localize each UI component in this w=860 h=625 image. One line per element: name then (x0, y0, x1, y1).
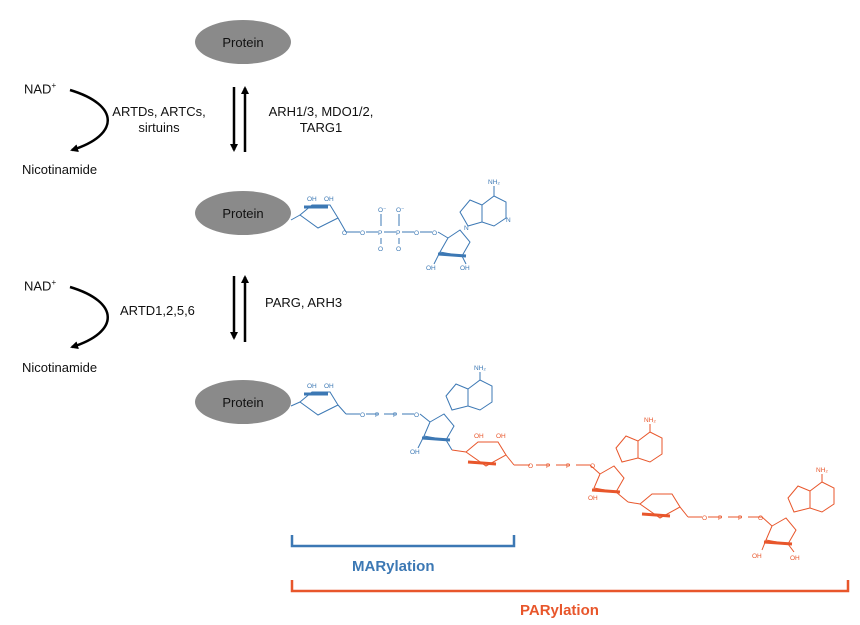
svg-text:OH: OH (588, 495, 598, 502)
svg-text:O: O (360, 230, 365, 237)
adp-ribose-structure-par-unit3 (627, 474, 835, 553)
adp-ribose-labels-par-unit3: O P P O OH OH NH₂ (702, 467, 828, 562)
svg-text:P: P (393, 412, 397, 419)
svg-text:O: O (528, 463, 533, 470)
protein-label-2: Protein (222, 206, 263, 221)
svg-text:P: P (718, 515, 722, 522)
svg-text:OH: OH (790, 555, 800, 562)
svg-text:NH₂: NH₂ (474, 365, 486, 372)
svg-text:OH: OH (410, 449, 420, 456)
marylation-label: MARylation (352, 558, 435, 575)
mar-bracket (290, 535, 516, 548)
adp-ribose-structure-par-unit1 (290, 372, 493, 451)
svg-text:OH: OH (426, 265, 436, 272)
protein-par: Protein (195, 380, 291, 424)
svg-text:O: O (414, 230, 419, 237)
svg-text:O⁻: O⁻ (396, 207, 405, 214)
svg-text:P: P (378, 230, 382, 237)
protein-unmodified: Protein (195, 20, 291, 64)
adp-ribose-structure-mar (290, 186, 507, 265)
svg-text:O: O (378, 246, 383, 253)
reverse-enzymes-1: ARH1/3, MDO1/2, TARG1 (268, 104, 374, 135)
forward-enzymes-2: ARTD1,2,5,6 (120, 303, 195, 318)
adp-ribose-labels-par-unit1: OH OH O P P O OH NH₂ (307, 365, 486, 456)
adp-ribose-labels-par-unit2: OH OH O P P O OH NH₂ (474, 417, 656, 502)
svg-text:NH₂: NH₂ (488, 179, 500, 186)
protein-mar: Protein (195, 191, 291, 235)
svg-text:O: O (396, 246, 401, 253)
reverse-enzymes-2: PARG, ARH3 (265, 295, 343, 310)
parylation-label: PARylation (520, 602, 599, 619)
curved-arrow-1 (69, 88, 109, 153)
curved-arrow-2 (69, 285, 109, 350)
svg-text:P: P (375, 412, 379, 419)
svg-text:O: O (702, 515, 707, 522)
svg-text:O: O (342, 230, 347, 237)
svg-text:OH: OH (474, 433, 484, 440)
svg-text:P: P (738, 515, 742, 522)
nicotinamide-label-2: Nicotinamide (22, 360, 98, 375)
equilibrium-arrows-1 (230, 86, 249, 152)
svg-text:OH: OH (307, 383, 317, 390)
adp-ribose-structure-par-unit2 (451, 424, 663, 503)
svg-text:NH₂: NH₂ (816, 467, 828, 474)
svg-text:O: O (590, 463, 595, 470)
protein-label-3: Protein (222, 395, 263, 410)
svg-text:P: P (566, 463, 570, 470)
svg-text:N: N (506, 217, 511, 224)
svg-text:N: N (464, 225, 469, 232)
equilibrium-arrows-2 (230, 275, 249, 342)
svg-text:P: P (396, 230, 400, 237)
svg-text:OH: OH (324, 196, 334, 203)
nad-label-2: NAD+ (24, 278, 57, 294)
svg-text:O: O (360, 412, 365, 419)
forward-enzymes-1: ARTDs, ARTCs, sirtuins (112, 104, 206, 135)
svg-text:O: O (758, 515, 763, 522)
svg-text:O: O (414, 412, 419, 419)
svg-text:OH: OH (752, 553, 762, 560)
svg-text:P: P (546, 463, 550, 470)
par-bracket (290, 580, 850, 593)
nicotinamide-label-1: Nicotinamide (22, 162, 98, 177)
svg-text:OH: OH (307, 196, 317, 203)
svg-text:OH: OH (496, 433, 506, 440)
svg-text:OH: OH (324, 383, 334, 390)
svg-text:O⁻: O⁻ (378, 207, 387, 214)
protein-label-1: Protein (222, 35, 263, 50)
adp-ribose-labels-mar: OH OH O O P O⁻ O P O⁻ O O O OH OH NH₂ N … (307, 179, 511, 272)
svg-text:O: O (432, 230, 437, 237)
nad-label-1: NAD+ (24, 81, 57, 97)
svg-text:NH₂: NH₂ (644, 417, 656, 424)
svg-text:OH: OH (460, 265, 470, 272)
